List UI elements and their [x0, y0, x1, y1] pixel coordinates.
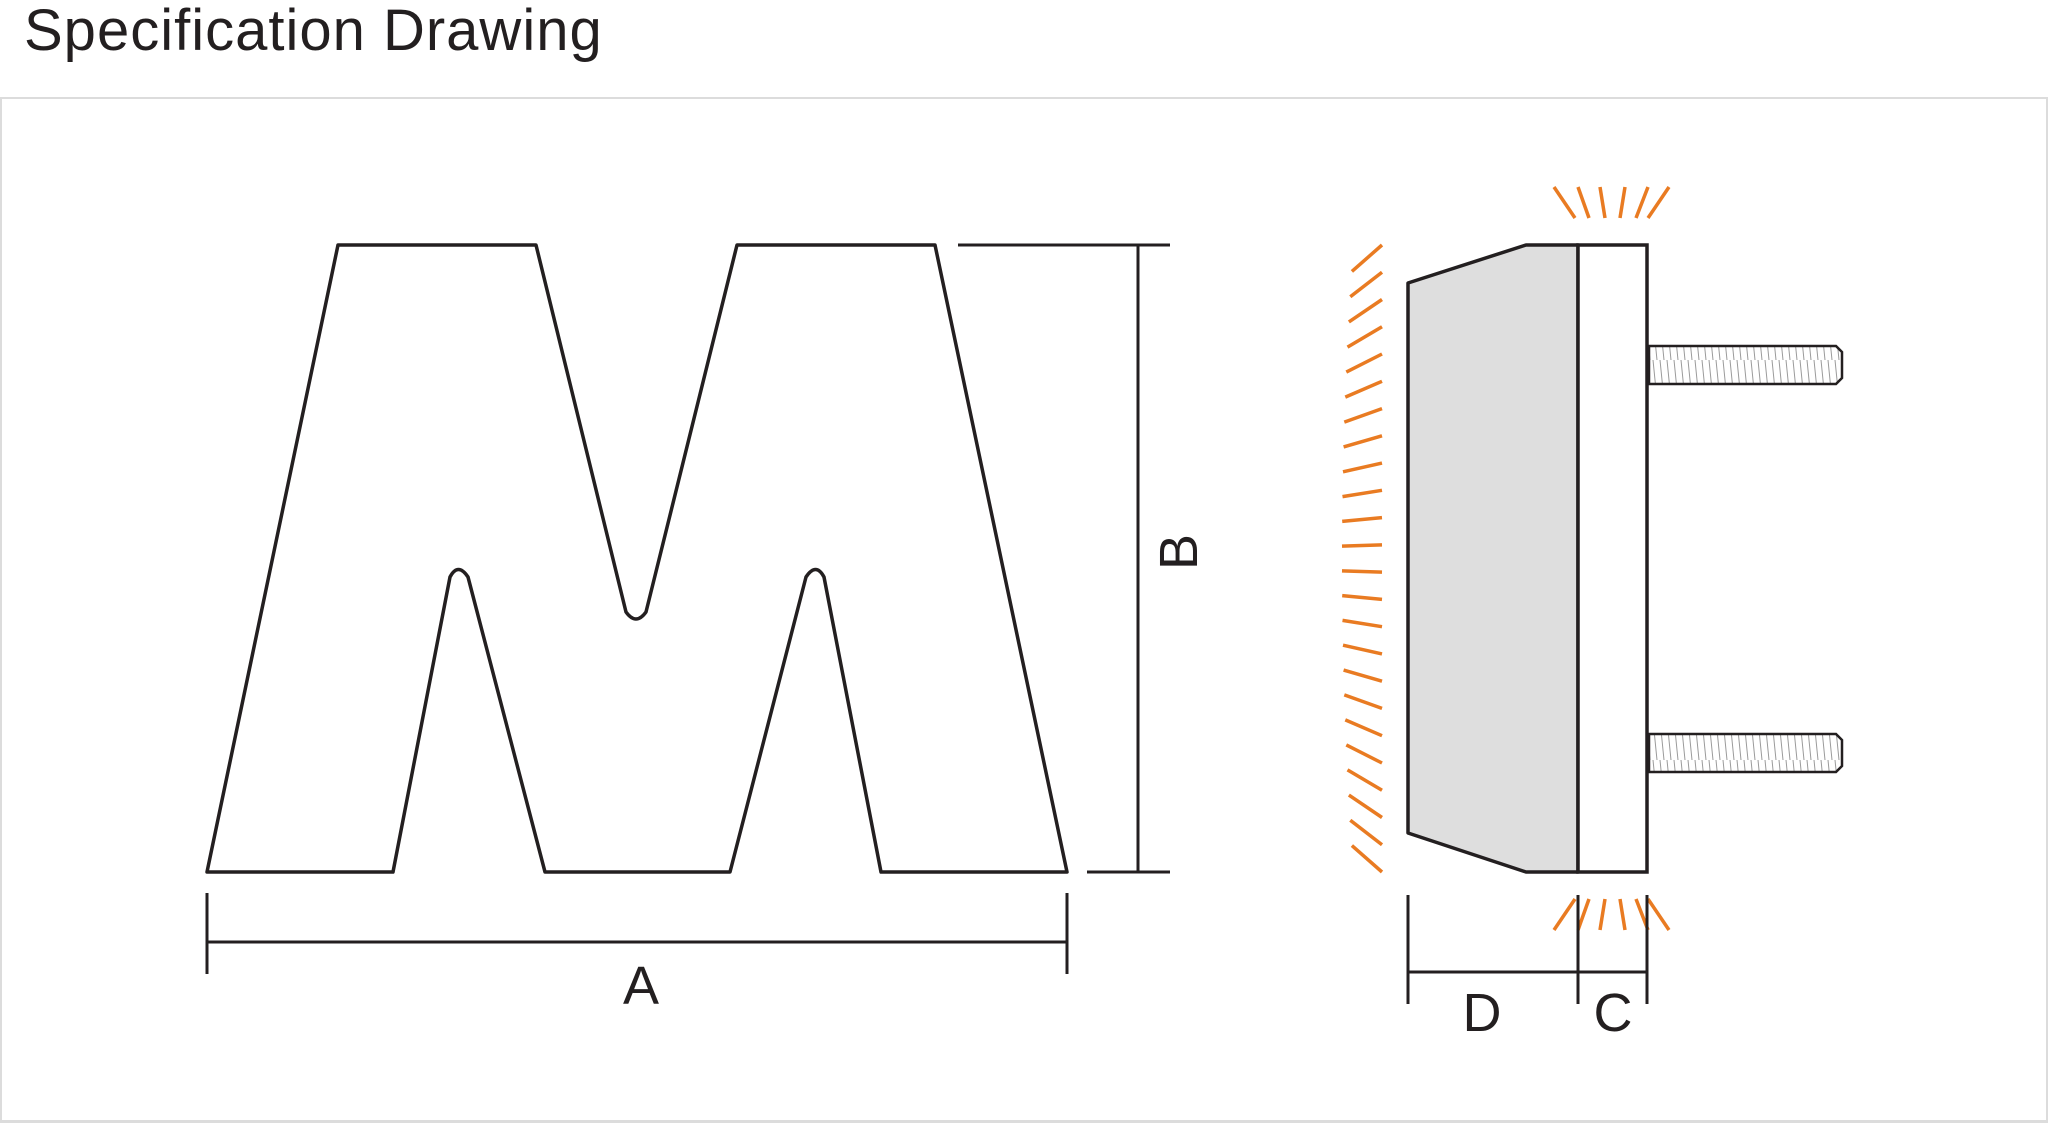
dimension-d-label: D [1463, 983, 1502, 1043]
drawing-frame [0, 97, 2048, 1123]
light-ray [1346, 768, 1383, 792]
light-ray [1344, 718, 1383, 738]
light-ray [1342, 488, 1383, 499]
dimension-c-label: C [1594, 983, 1633, 1043]
dimension-a-label: A [623, 956, 659, 1016]
light-ray [1345, 743, 1383, 765]
light-ray [1350, 243, 1384, 273]
light-ray [1346, 325, 1383, 349]
mounting-stud-bottom [1647, 732, 1844, 774]
light-ray [1343, 693, 1383, 711]
letter-face [1406, 243, 1580, 874]
light-ray [1343, 434, 1383, 449]
letter-side-view [1406, 243, 1844, 874]
light-rays-left [1341, 243, 1384, 874]
light-ray [1342, 515, 1383, 524]
light-ray [1343, 668, 1383, 683]
light-ray [1342, 618, 1383, 629]
light-ray [1343, 406, 1383, 424]
page-title: Specification Drawing [24, 0, 603, 63]
light-ray [1349, 818, 1384, 847]
light-ray [1345, 352, 1383, 374]
light-ray [1347, 793, 1383, 819]
light-ray [1349, 270, 1384, 299]
light-ray [1344, 379, 1383, 399]
light-ray [1341, 543, 1383, 548]
light-ray [1342, 643, 1383, 656]
letter-back-plate [1576, 243, 1649, 874]
light-ray [1350, 844, 1384, 874]
light-rays-top [1552, 186, 1671, 219]
light-ray [1347, 298, 1383, 324]
dimension-d-c [1406, 895, 1649, 1004]
light-ray [1342, 593, 1383, 602]
light-ray [1341, 569, 1383, 574]
light-rays-bottom [1552, 898, 1671, 931]
light-ray [1342, 461, 1383, 474]
dimension-a [205, 893, 1069, 974]
letter-m-front-view [205, 243, 1069, 874]
dimension-b [958, 243, 1170, 874]
dimension-b-label: B [1149, 534, 1209, 570]
mounting-stud-top [1647, 344, 1844, 386]
